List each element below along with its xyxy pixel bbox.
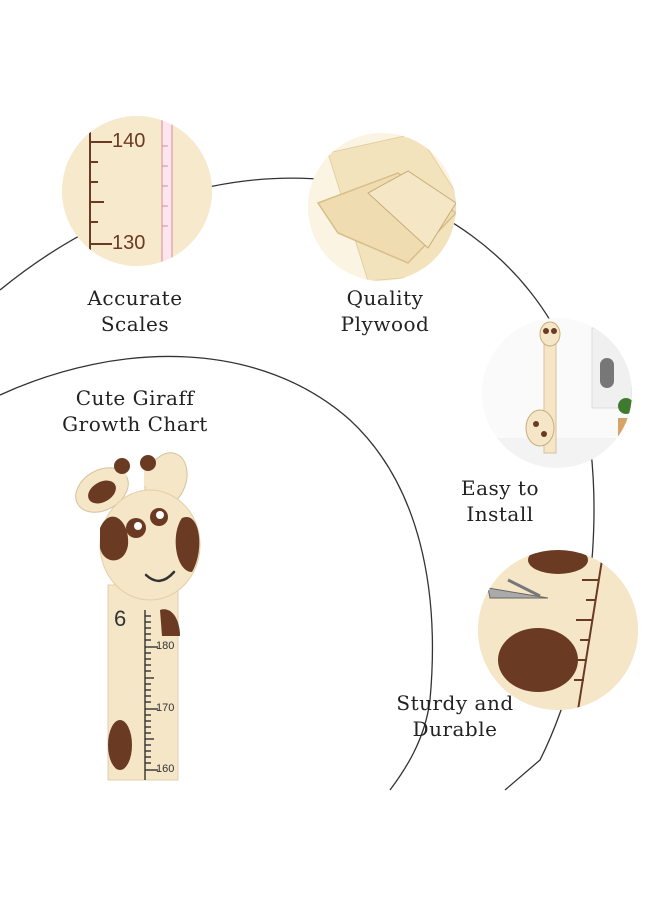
feature-label-accurate-scales: Accurate Scales <box>87 286 183 336</box>
plywood-image <box>308 133 456 281</box>
chart-foot-mark: 6 <box>114 606 127 631</box>
tick-label-180: 180 <box>156 640 175 652</box>
feature-label-sturdy-durable: Sturdy and Durable <box>396 691 514 741</box>
main-title: Cute Giraff Growth Chart <box>62 386 208 436</box>
tick-label-170: 170 <box>156 702 175 714</box>
scale-top-mark: 140 <box>112 130 146 152</box>
feature-label-quality-plywood: Quality Plywood <box>340 286 430 336</box>
scissors-wood-image <box>478 550 638 710</box>
tick-label-160: 160 <box>156 763 175 775</box>
scale-closeup-image: 140 130 <box>62 116 212 266</box>
scale-bottom-mark: 130 <box>112 232 146 254</box>
installed-chart-image <box>482 318 632 468</box>
inner-arc <box>0 355 434 791</box>
feature-label-easy-install: Easy to Install <box>460 476 540 526</box>
